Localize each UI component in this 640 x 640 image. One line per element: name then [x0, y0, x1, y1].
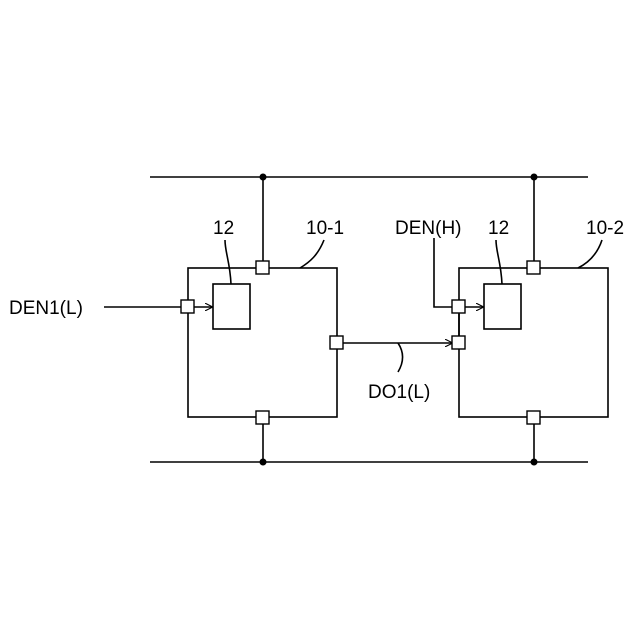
pin-top-left — [256, 261, 269, 274]
label-input-right: DEN(H) — [395, 218, 462, 239]
label-device-right: 10-2 — [586, 218, 624, 239]
pin-chain-input-right — [452, 336, 465, 349]
leader-device-left — [300, 240, 324, 268]
device-box-right — [459, 268, 608, 417]
pin-input-right — [452, 300, 465, 313]
label-inner-block-right: 12 — [488, 218, 509, 239]
pin-top-right — [527, 261, 540, 274]
pin-output-left — [330, 336, 343, 349]
input-wire-right — [434, 238, 452, 307]
label-input-left: DEN1(L) — [9, 298, 83, 319]
pin-input-left — [181, 300, 194, 313]
pin-bottom-right — [527, 411, 540, 424]
label-device-left: 10-1 — [306, 218, 344, 239]
device-box-left — [188, 268, 337, 417]
label-output-link: DO1(L) — [368, 382, 430, 403]
pin-bottom-left — [256, 411, 269, 424]
inner-block-left — [213, 284, 250, 329]
leader-device-right — [578, 240, 602, 268]
label-inner-block-left: 12 — [213, 218, 234, 239]
leader-output-link — [398, 343, 403, 372]
inner-block-right — [484, 284, 521, 329]
